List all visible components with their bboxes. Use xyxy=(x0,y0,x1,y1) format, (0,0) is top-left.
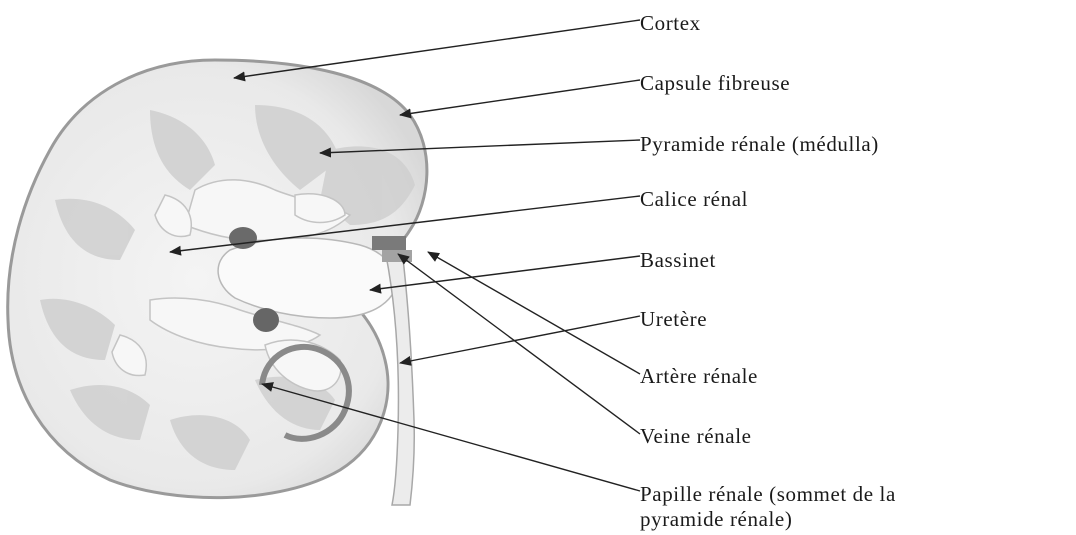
vessel-section-upper xyxy=(229,227,257,249)
vessel-section-lower xyxy=(253,308,279,332)
label-artere-renale: Artère rénale xyxy=(640,363,758,389)
label-cortex: Cortex xyxy=(640,10,701,36)
label-uretere: Uretère xyxy=(640,306,707,332)
label-calice-renal: Calice rénal xyxy=(640,186,748,212)
leader-line-uretere xyxy=(400,316,640,363)
leader-line-cortex xyxy=(234,20,640,78)
leader-line-capsule xyxy=(400,80,640,115)
renal-artery-stub xyxy=(372,236,406,250)
leader-line-veine xyxy=(398,254,640,434)
label-papille-line1: Papille rénale (sommet de la xyxy=(640,482,896,507)
label-veine-renale: Veine rénale xyxy=(640,423,752,449)
label-capsule-fibreuse: Capsule fibreuse xyxy=(640,70,790,96)
label-papille-line2: pyramide rénale) xyxy=(640,507,896,532)
label-pyramide-renale: Pyramide rénale (médulla) xyxy=(640,131,879,157)
label-papille-renale: Papille rénale (sommet de la pyramide ré… xyxy=(640,482,896,532)
label-bassinet: Bassinet xyxy=(640,247,716,273)
